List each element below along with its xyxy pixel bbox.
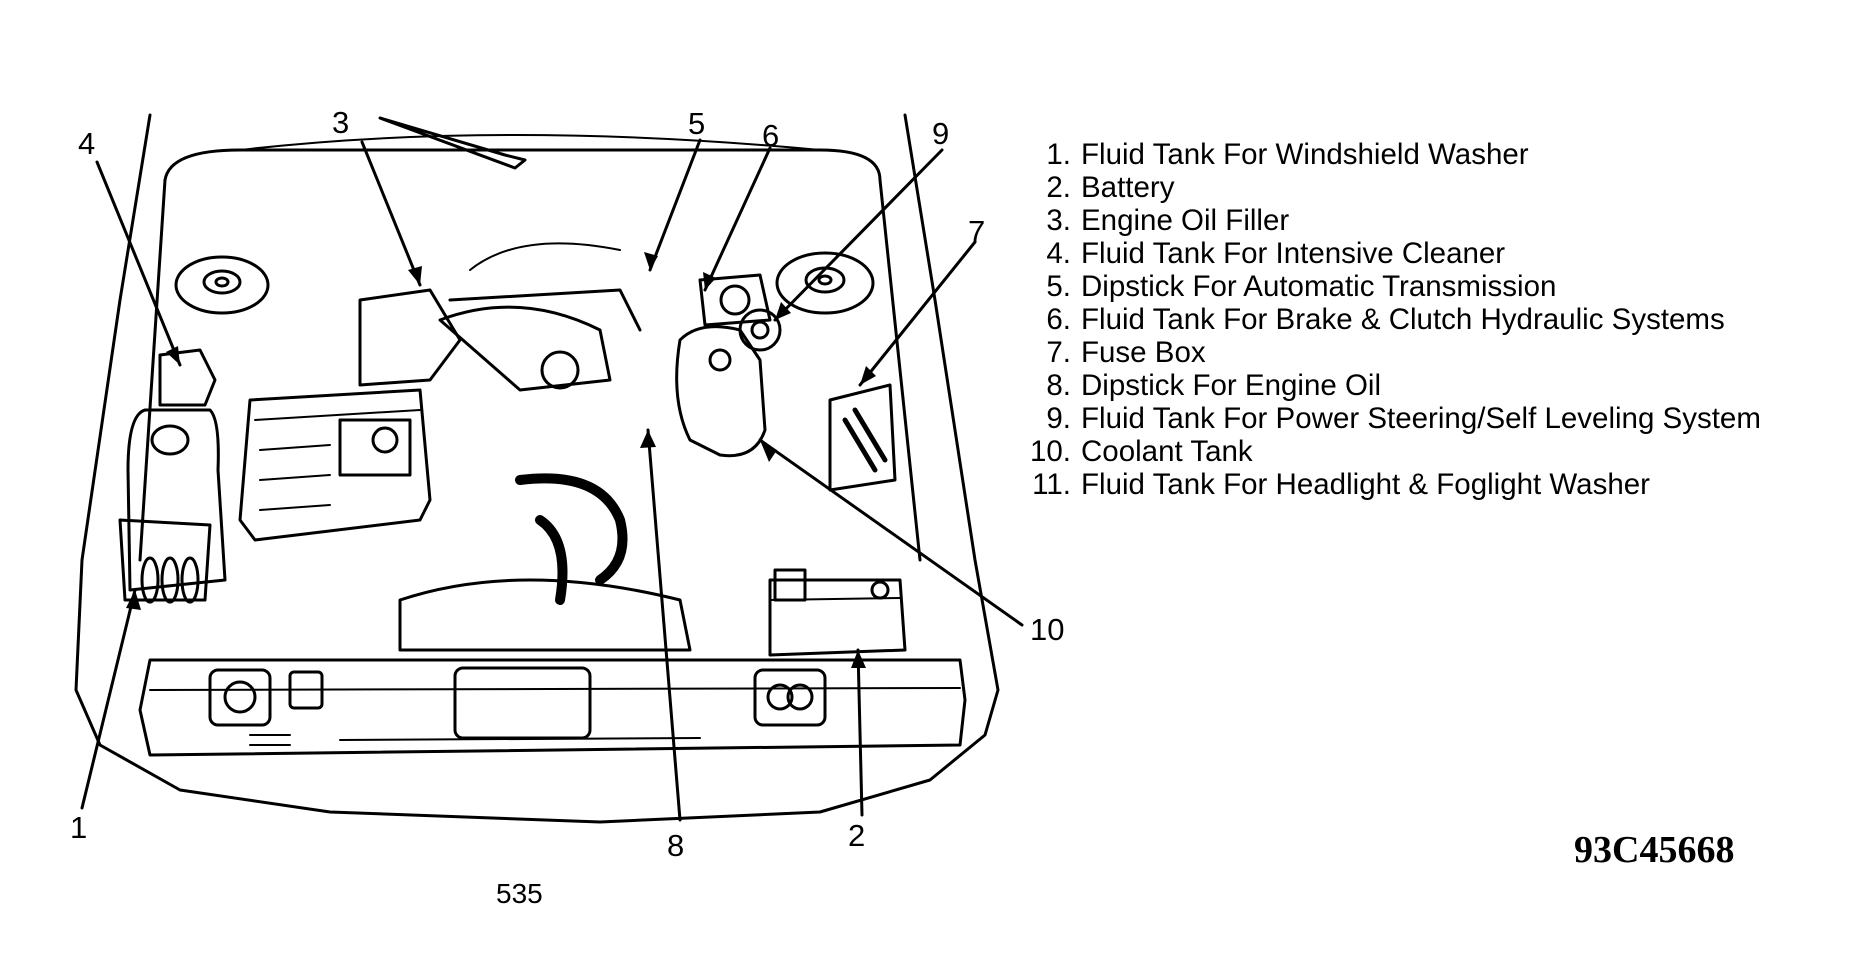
callout-10: 10 [1030, 612, 1065, 647]
legend-number: 3. [1046, 204, 1071, 237]
arrowheads [126, 252, 876, 668]
power-steering-tank [738, 308, 782, 352]
legend-item: 8. Dipstick For Engine Oil [1020, 369, 1761, 402]
leader-5 [648, 138, 702, 272]
leader-3 [360, 140, 422, 287]
legend-number: 1. [1046, 138, 1071, 171]
legend-number: 2. [1046, 171, 1071, 204]
callout-5: 5 [688, 106, 706, 141]
legend-item: 5. Dipstick For Automatic Transmission [1020, 270, 1761, 303]
leader-6 [703, 146, 772, 292]
intake-manifold [358, 242, 642, 392]
leader-9 [773, 148, 944, 322]
legend-item: 3. Engine Oil Filler [1020, 204, 1761, 237]
engine-lower [398, 578, 692, 652]
legend-item: 7. Fuse Box [1020, 336, 1761, 369]
washer-tank [118, 408, 227, 604]
leader-7 [858, 240, 977, 387]
battery [768, 568, 907, 657]
legend-number: 10. [1029, 435, 1071, 468]
leader-10 [758, 438, 1024, 627]
legend-number: 11. [1032, 468, 1071, 501]
legend-text: Coolant Tank [1081, 435, 1253, 468]
component-legend: 1. Fluid Tank For Windshield Washer 2. Bat… [1020, 138, 1761, 501]
callout-6: 6 [762, 118, 780, 153]
callout-3: 3 [332, 105, 350, 140]
callout-1: 1 [70, 810, 88, 845]
legend-item: 10. Coolant Tank [1020, 435, 1761, 468]
figure-code: 93C45668 [1574, 829, 1735, 871]
legend-text: Dipstick For Engine Oil [1081, 369, 1382, 402]
hoses [515, 473, 628, 605]
air-filter-box [238, 388, 432, 542]
leader-1 [80, 588, 137, 810]
leader-lines [80, 138, 1024, 822]
callout-9: 9 [932, 116, 950, 151]
legend-number: 7. [1046, 336, 1071, 369]
legend-text: Fluid Tank For Brake & Clutch Hydraulic … [1081, 303, 1725, 336]
callout-7: 7 [968, 214, 986, 249]
legend-text: Dipstick For Automatic Transmission [1081, 270, 1557, 303]
legend-text: Fuse Box [1081, 336, 1206, 369]
legend-item: 2. Battery [1020, 171, 1761, 204]
legend-text: Fluid Tank For Headlight & Foglight Wash… [1081, 468, 1650, 501]
callout-2: 2 [848, 818, 866, 853]
coolant-tank [675, 325, 767, 458]
legend-text: Fluid Tank For Intensive Cleaner [1081, 237, 1506, 270]
leader-8 [646, 428, 682, 822]
radiator-support [138, 658, 967, 757]
fuse-box [828, 383, 897, 492]
intensive-cleaner-bracket [158, 348, 217, 407]
leader-4 [95, 160, 182, 367]
legend-number: 5. [1046, 270, 1071, 303]
legend-item: 1. Fluid Tank For Windshield Washer [1020, 138, 1761, 171]
brake-fluid-tank [698, 273, 772, 327]
leader-2 [856, 648, 864, 817]
legend-number: 6. [1046, 303, 1071, 336]
legend-text: Fluid Tank For Power Steering/Self Level… [1081, 402, 1761, 435]
hood-outline [74, 113, 1000, 824]
callout-4: 4 [78, 126, 96, 161]
legend-text: Fluid Tank For Windshield Washer [1081, 138, 1529, 171]
strut-tower-left [174, 255, 270, 315]
legend-text: Engine Oil Filler [1081, 204, 1290, 237]
legend-item: 6. Fluid Tank For Brake & Clutch Hydrauli… [1020, 303, 1761, 336]
legend-number: 4. [1046, 237, 1071, 270]
legend-number: 9. [1046, 402, 1071, 435]
legend-number: 8. [1046, 369, 1071, 402]
legend-item: 9. Fluid Tank For Power Steering/Self Lev… [1020, 402, 1761, 435]
callout-8: 8 [667, 828, 685, 863]
legend-item: 4. Fluid Tank For Intensive Cleaner [1020, 237, 1761, 270]
wiper-arm [378, 116, 527, 170]
page-number: 535 [496, 878, 543, 909]
legend-item: 11. Fluid Tank For Headlight & Foglight W… [1020, 468, 1761, 501]
legend-text: Battery [1081, 171, 1175, 204]
